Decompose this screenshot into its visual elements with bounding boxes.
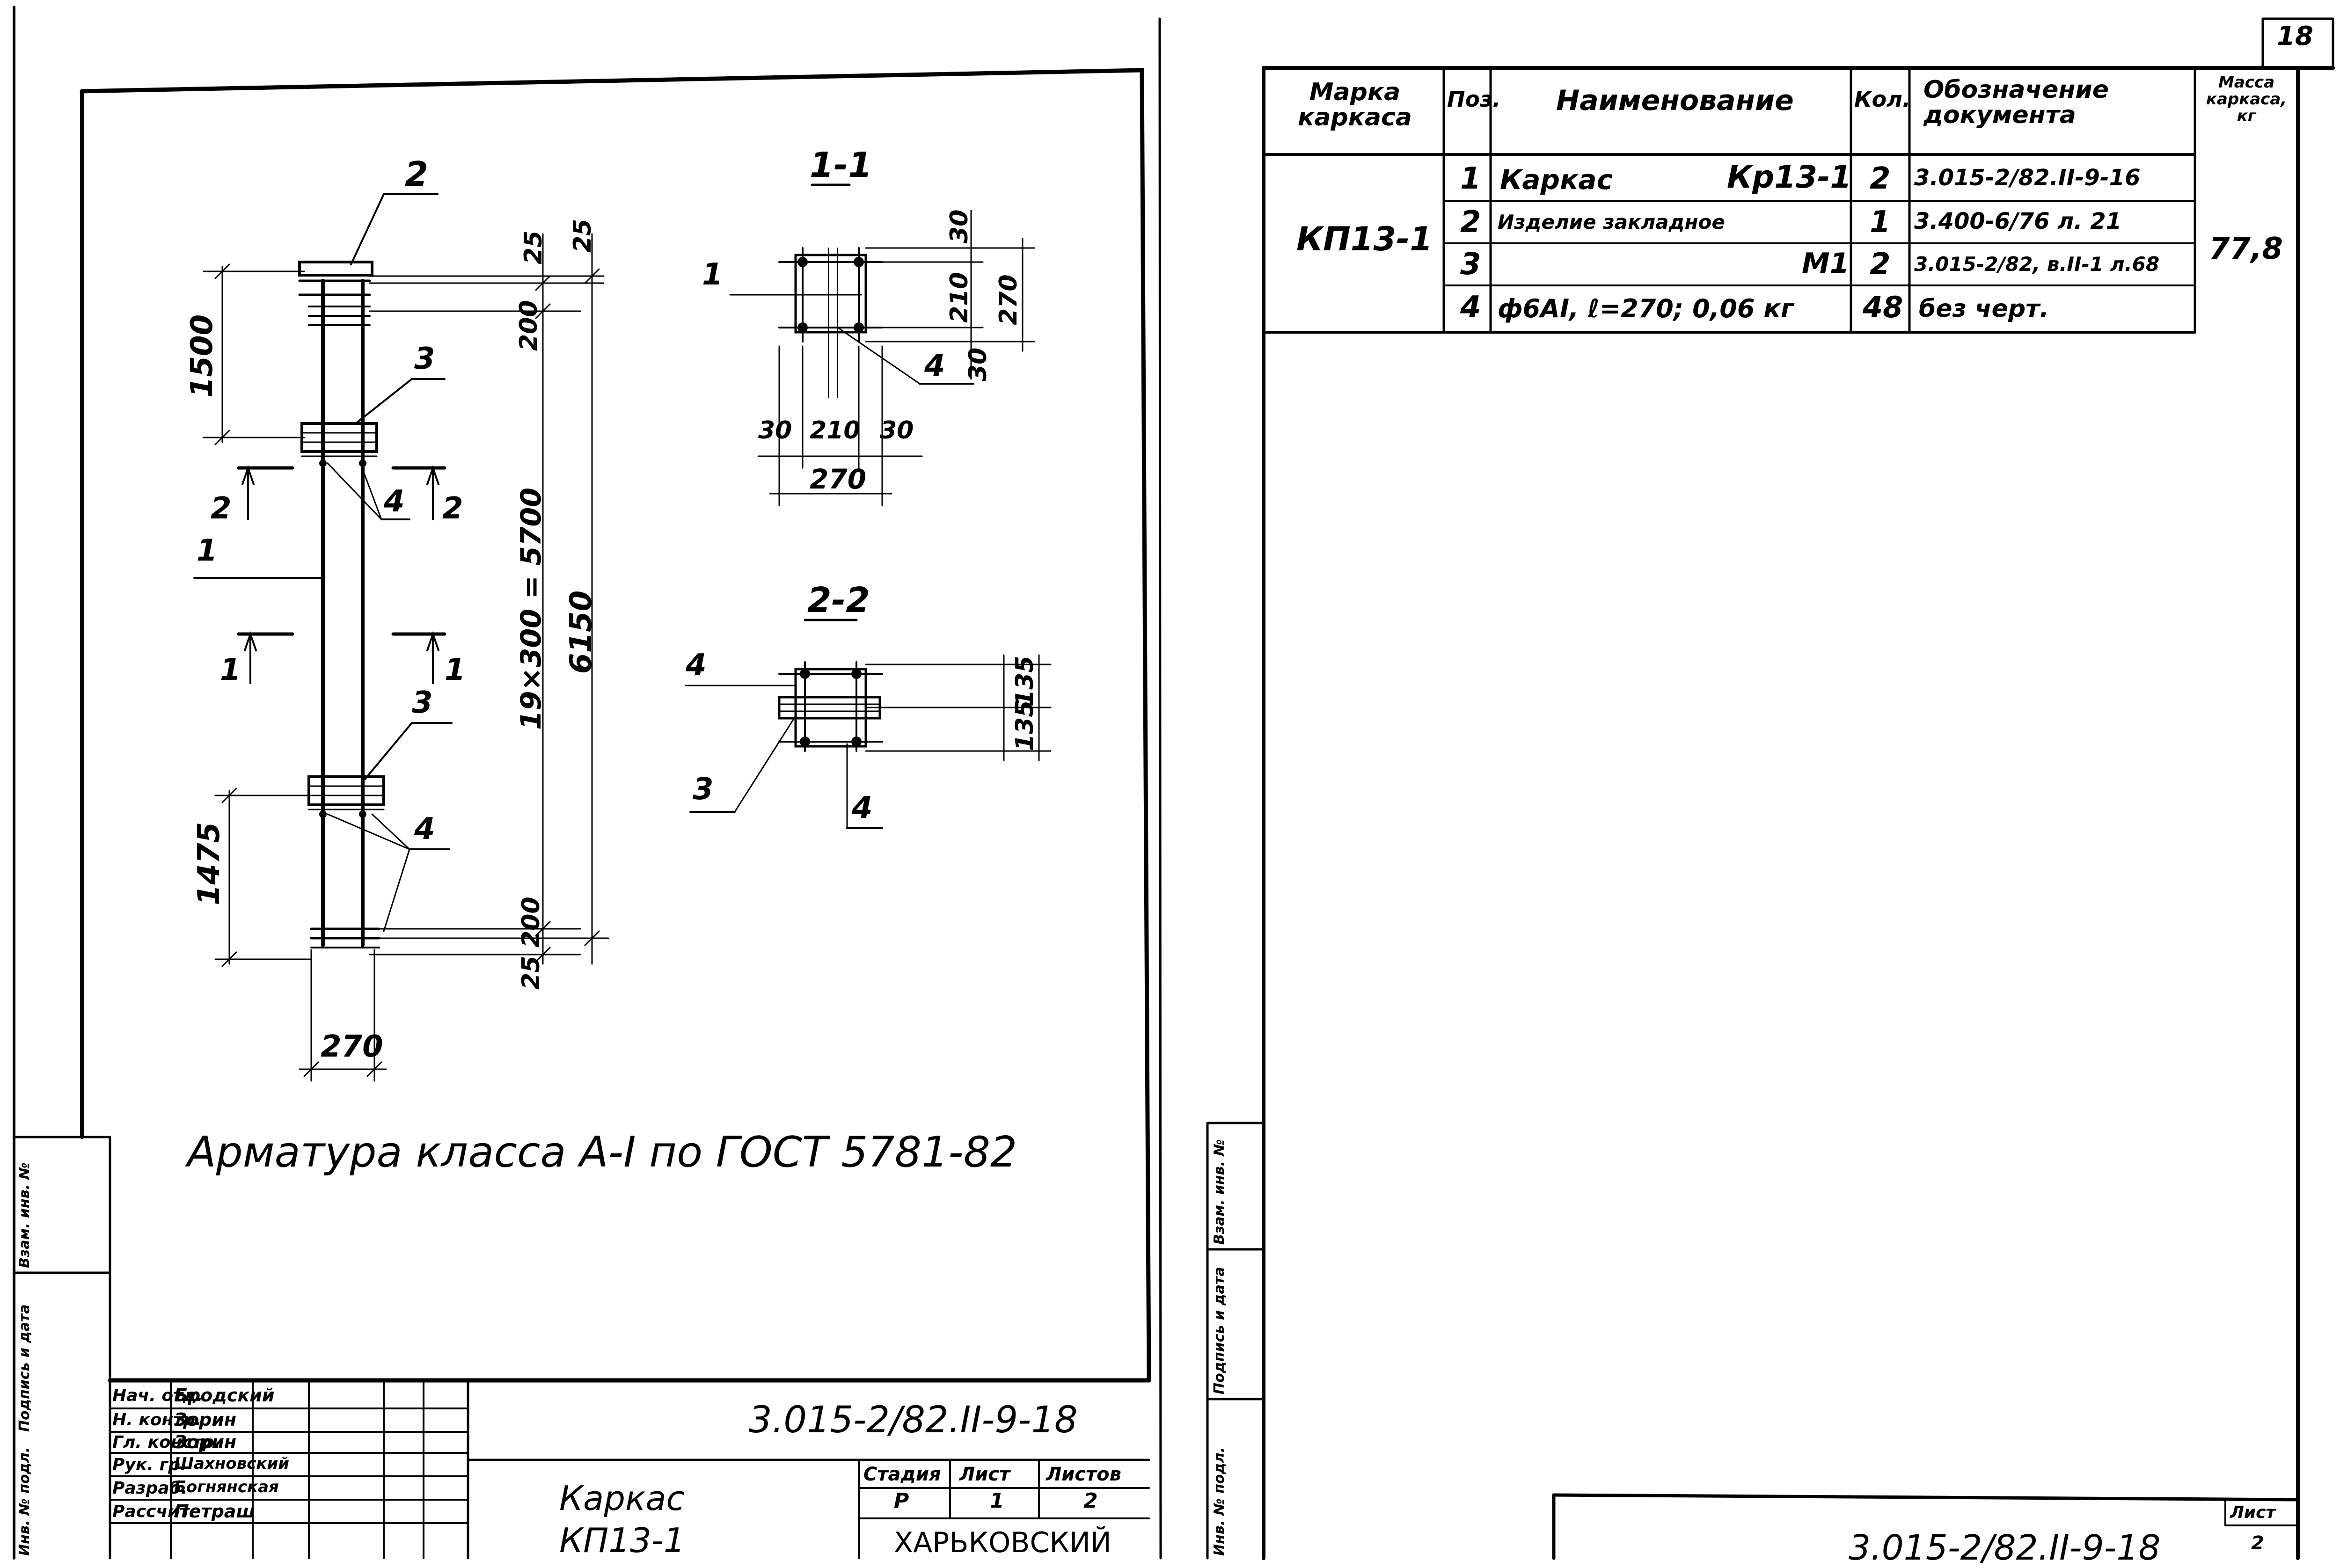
dim-1475: 1475 <box>192 822 227 905</box>
spec-row-2-name: Изделие закладное <box>1498 211 1725 233</box>
tb-role-3: Гл. констр. <box>112 1433 221 1452</box>
br-sheet-label: Лист <box>2230 1503 2276 1522</box>
tb-name-2: Зорин <box>174 1409 237 1430</box>
spec-row-3-doc: 3.015-2/82, в.II-1 л.68 <box>1914 253 2160 276</box>
tb-role-6: Рассчит. <box>112 1502 196 1521</box>
tb-sheets: 2 <box>1083 1489 1098 1513</box>
spec-header-mark: Марка каркаса <box>1298 78 1412 131</box>
spec-header-qty: Кол. <box>1854 87 1911 112</box>
spec-row-1-doc: 3.015-2/82.II-9-16 <box>1914 165 2141 191</box>
section-1-dim-30-top: 30 <box>945 209 973 243</box>
page-number: 18 <box>2277 21 2313 51</box>
section-1-dim-210-h: 210 <box>810 416 861 445</box>
left-margin-label-2: Подпись и дата <box>16 1304 33 1432</box>
br-sheet-no: 2 <box>2251 1532 2264 1554</box>
spec-mark: КП13-1 <box>1296 220 1433 258</box>
left-margin-label-1: Взам. инв. № <box>16 1162 33 1268</box>
tb-name-5: Богнянская <box>174 1478 279 1496</box>
tb-role-5: Разраб. <box>112 1479 188 1498</box>
spec-row-4-pos: 4 <box>1460 290 1481 325</box>
spec-row-1-name: Каркас <box>1500 164 1613 196</box>
callout-3-upper: 3 <box>414 342 435 376</box>
section-1-callout-1: 1 <box>702 257 723 292</box>
tb-name-6: Петраш <box>174 1501 255 1522</box>
br-doc-code: 3.015-2/82.II-9-18 <box>1849 1528 2161 1568</box>
spec-row-4-doc: без черт. <box>1919 295 2049 323</box>
section-1-dim-30-right: 30 <box>880 416 914 445</box>
section-1-dim-270-v: 270 <box>995 274 1023 325</box>
dim-200-bottom: 200 <box>517 897 545 948</box>
spec-row-4-name: ф6АI, ℓ=270; 0,06 кг <box>1498 294 1794 323</box>
section-1-dim-210-v: 210 <box>945 272 973 323</box>
section-2-title: 2-2 <box>807 580 870 620</box>
tb-sheets-header: Листов <box>1046 1464 1121 1485</box>
dim-270-bottom: 270 <box>321 1029 383 1064</box>
section-2-dim-135-a: 135 <box>1011 700 1039 751</box>
section-1-dim-30-bot: 30 <box>964 347 992 381</box>
spec-header-mass: Масса каркаса, кг <box>2206 73 2287 125</box>
section-1-dim-270-h: 270 <box>810 463 867 495</box>
spec-header-doc: Обозначение документа <box>1923 76 2109 129</box>
callout-2: 2 <box>405 154 429 194</box>
tb-sheet: 1 <box>990 1489 1004 1513</box>
tb-role-4: Рук. гр. <box>112 1455 187 1474</box>
steel-class-note: Арматура класса А-I по ГОСТ 5781-82 <box>187 1128 1017 1177</box>
section-2-callout-4-bot: 4 <box>852 791 873 825</box>
section-1-callout-4: 4 <box>924 349 945 383</box>
tb-title-2: КП13-1 <box>559 1521 685 1560</box>
dim-25-top-b: 25 <box>519 230 548 264</box>
callout-4-lower: 4 <box>414 812 435 846</box>
cut-2-left: 2 <box>211 491 232 526</box>
dim-25-bottom: 25 <box>517 955 545 990</box>
callout-3-lower: 3 <box>412 686 433 720</box>
tb-stage: Р <box>894 1489 909 1513</box>
tb-name-1: Бродский <box>174 1385 275 1406</box>
tb-name-3: Зорин <box>174 1432 237 1452</box>
spec-row-2-pos: 2 <box>1460 205 1481 240</box>
right-margin-label-1: Взам. инв. № <box>1211 1139 1228 1245</box>
tb-doc-code: 3.015-2/82.II-9-18 <box>749 1399 1078 1441</box>
spec-row-1-qty: 2 <box>1870 161 1891 196</box>
section-2-callout-4-top: 4 <box>686 648 707 683</box>
spec-row-3-pos: 3 <box>1460 247 1481 282</box>
right-margin-label-2: Подпись и дата <box>1211 1267 1228 1394</box>
spec-row-1-name-b: Кр13-1 <box>1727 159 1852 195</box>
tb-org: ХАРЬКОВСКИЙ <box>894 1526 1112 1559</box>
spec-header-name: Наименование <box>1556 84 1794 117</box>
spec-row-1-pos: 1 <box>1460 161 1481 196</box>
dim-5700: 19×300 = 5700 <box>515 487 548 730</box>
tb-name-4: Шахновский <box>174 1454 290 1473</box>
tb-role-2: Н. контр. <box>112 1410 202 1429</box>
section-2-callout-3: 3 <box>693 772 714 807</box>
spec-row-2-doc: 3.400-6/76 л. 21 <box>1914 208 2122 234</box>
right-margin-label-3: Инв. № подл. <box>1211 1447 1228 1556</box>
section-1-title: 1-1 <box>810 145 872 185</box>
spec-row-4-qty: 48 <box>1863 290 1903 324</box>
spec-row-3-name-b: М1 <box>1802 247 1850 280</box>
spec-header-pos: Поз. <box>1447 87 1501 112</box>
section-2-dim-135-b: 135 <box>1011 656 1039 707</box>
dim-6150: 6150 <box>564 590 599 674</box>
cut-1-right: 1 <box>445 653 466 687</box>
cut-2-right: 2 <box>442 491 463 526</box>
dim-1500: 1500 <box>185 314 219 398</box>
cut-1-left: 1 <box>220 653 241 687</box>
section-1-dim-30-left: 30 <box>758 416 792 445</box>
tb-title-1: Каркас <box>559 1479 685 1518</box>
spec-row-3-qty: 2 <box>1870 247 1891 282</box>
callout-4-upper: 4 <box>384 484 405 519</box>
tb-role-1: Нач. отд. <box>112 1386 203 1405</box>
spec-row-2-qty: 1 <box>1870 205 1891 240</box>
spec-mass: 77,8 <box>2209 232 2283 266</box>
tb-stage-header: Стадия <box>863 1464 941 1485</box>
left-margin-label-3: Инв. № подл. <box>16 1447 33 1556</box>
dim-200-top: 200 <box>515 300 543 351</box>
tb-sheet-header: Лист <box>959 1464 1010 1485</box>
dim-25-top: 25 <box>569 219 597 253</box>
callout-1: 1 <box>197 533 218 568</box>
